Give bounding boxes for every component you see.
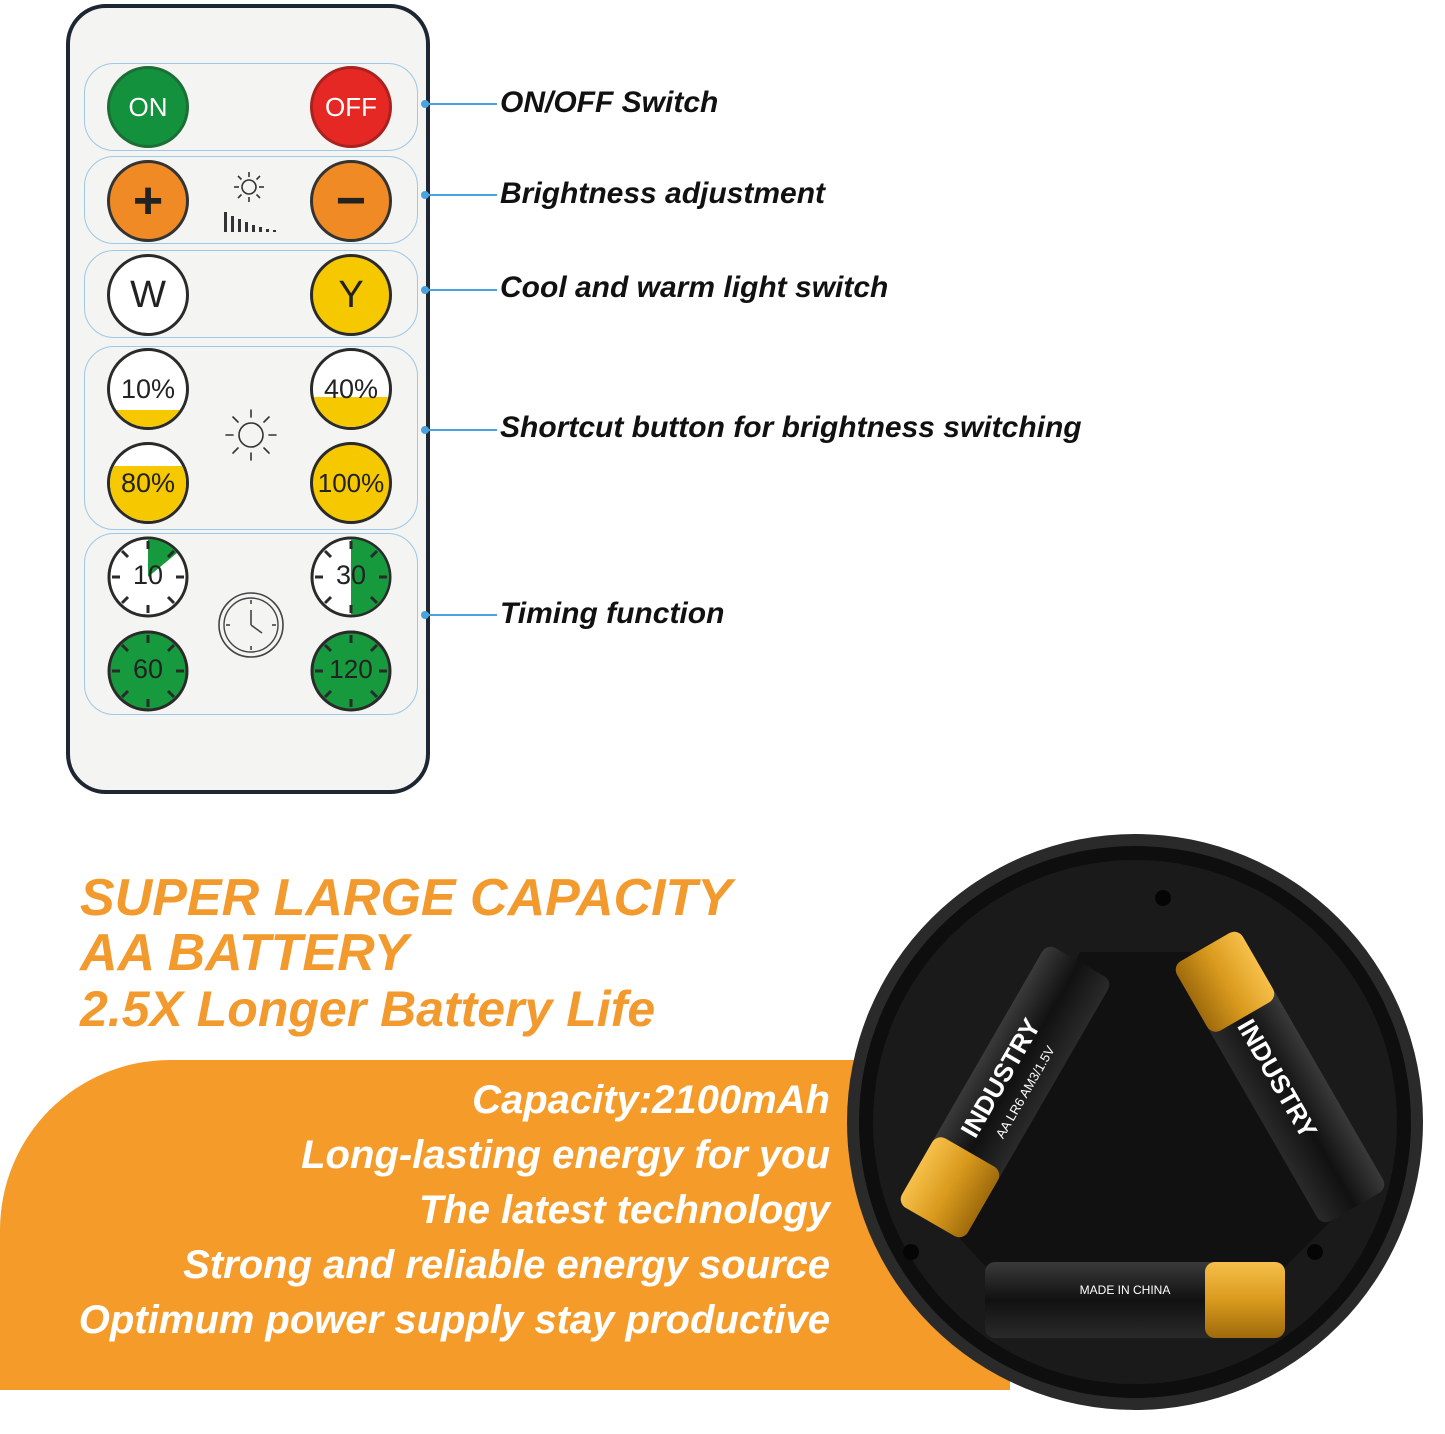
on-button[interactable]: ON — [107, 66, 189, 148]
feature-reliable: Strong and reliable energy source — [183, 1243, 830, 1287]
callout-line — [425, 194, 497, 196]
brightness-plus-button[interactable]: + — [107, 160, 189, 242]
feature-capacity: Capacity:2100mAh — [472, 1078, 830, 1122]
callout-coolwarm: Cool and warm light switch — [500, 271, 889, 304]
brightness-bars-icon — [224, 212, 276, 232]
timer-10-button[interactable] — [107, 536, 189, 618]
timer-60-button[interactable] — [107, 630, 189, 712]
shortcut-group — [84, 346, 418, 530]
sun-icon — [225, 409, 277, 461]
sun-icon — [234, 172, 264, 202]
timer-30-label: 30 — [335, 560, 367, 590]
feature-optimum-power: Optimum power supply stay productive — [78, 1298, 830, 1342]
clock-icon — [218, 592, 284, 658]
headline-aa-battery: AA BATTERY — [80, 924, 409, 982]
brightness-40-button[interactable]: 40% — [310, 348, 392, 430]
brightness-100-button[interactable]: 100% — [310, 442, 392, 524]
warm-yellow-button[interactable]: Y — [310, 254, 392, 336]
timer-10-label: 10 — [132, 560, 164, 590]
w-label: W — [130, 273, 166, 316]
timer-120-label: 120 — [329, 654, 373, 684]
feature-long-lasting: Long-lasting energy for you — [301, 1133, 830, 1177]
p40-label: 40% — [323, 373, 379, 404]
timer-120-button[interactable] — [310, 630, 392, 712]
minus-label: − — [335, 172, 367, 230]
p80-label: 80% — [120, 467, 176, 498]
features-band — [0, 1060, 1010, 1390]
timer-30-button[interactable] — [310, 536, 392, 618]
callout-line — [425, 429, 497, 431]
brightness-80-button[interactable]: 80% — [107, 442, 189, 524]
p10-label: 10% — [120, 373, 176, 404]
onoff-group — [84, 63, 418, 151]
callout-shortcut: Shortcut button for brightness switching — [500, 411, 1082, 444]
brightness-group — [84, 156, 418, 244]
battery-holder-image: INDUSTRY AA LR6 AM3/1.5V INDUSTRY MADE I… — [847, 834, 1423, 1410]
brightness-10-button[interactable]: 10% — [107, 348, 189, 430]
remote-control: ON OFF + − W Y 10% — [66, 4, 430, 794]
color-temp-group — [84, 250, 418, 338]
timing-group — [84, 533, 418, 715]
headline-capacity: SUPER LARGE CAPACITY — [80, 869, 732, 927]
p100-label: 100% — [317, 467, 385, 498]
off-label: OFF — [325, 91, 377, 122]
timer-60-label: 60 — [132, 654, 164, 684]
on-label: ON — [128, 91, 168, 122]
bottom-battery-origin: MADE IN CHINA — [1080, 1283, 1171, 1297]
cool-white-button[interactable]: W — [107, 254, 189, 336]
callout-line — [425, 103, 497, 105]
callout-timing: Timing function — [500, 597, 725, 630]
callout-onoff: ON/OFF Switch — [500, 86, 719, 119]
y-label: Y — [338, 273, 364, 316]
callout-brightness: Brightness adjustment — [500, 177, 826, 210]
brightness-minus-button[interactable]: − — [310, 160, 392, 242]
feature-latest-tech: The latest technology — [418, 1188, 830, 1232]
callout-line — [425, 614, 497, 616]
off-button[interactable]: OFF — [310, 66, 392, 148]
callout-line — [425, 289, 497, 291]
headline-longer-life: 2.5X Longer Battery Life — [80, 981, 656, 1037]
plus-label: + — [132, 172, 164, 230]
